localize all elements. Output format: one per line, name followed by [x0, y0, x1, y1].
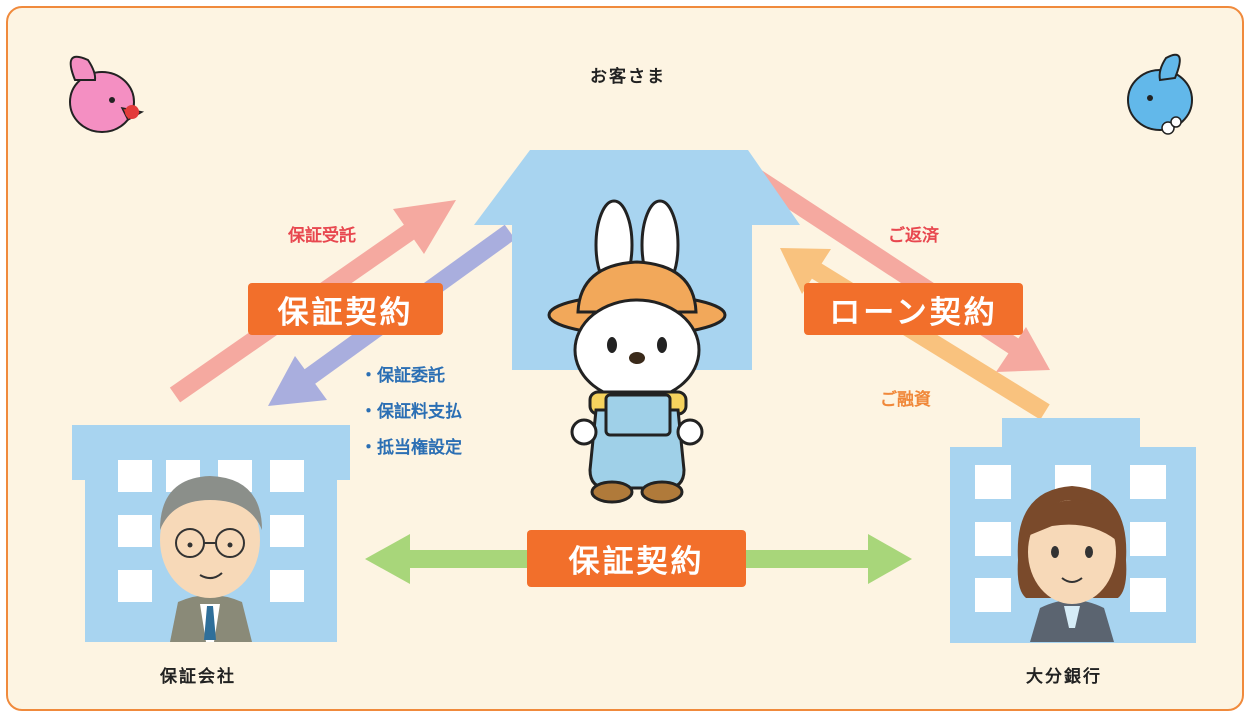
customer-label: お客さま [590, 67, 666, 87]
guarantee-contract-box-left: 保証契約 [248, 283, 443, 335]
items-list: ・保証委託 ・保証料支払 ・抵当権設定 [360, 358, 462, 466]
guarantee-staff-man [160, 476, 262, 642]
bank-staff-woman [1017, 486, 1127, 642]
item-mortgage: ・抵当権設定 [360, 438, 462, 458]
rabbit-mascot [547, 199, 727, 504]
blue-bird-mascot [1127, 53, 1193, 135]
guarantee-entrust-label: 保証受託 [288, 226, 356, 246]
bank-building [950, 418, 1196, 643]
repayment-label: ご返済 [888, 226, 939, 246]
guarantee-company-label: 保証会社 [160, 667, 236, 687]
bank-label: 大分銀行 [1026, 667, 1102, 687]
guarantee-contract-box-bottom: 保証契約 [527, 530, 746, 587]
item-guarantee-fee: ・保証料支払 [360, 402, 462, 422]
pink-bird-mascot [69, 55, 145, 133]
loan-contract-box: ローン契約 [804, 283, 1023, 335]
arrow-repayment [740, 162, 1050, 372]
loan-label: ご融資 [880, 390, 931, 410]
item-guarantee-entrust: ・保証委託 [360, 366, 445, 386]
